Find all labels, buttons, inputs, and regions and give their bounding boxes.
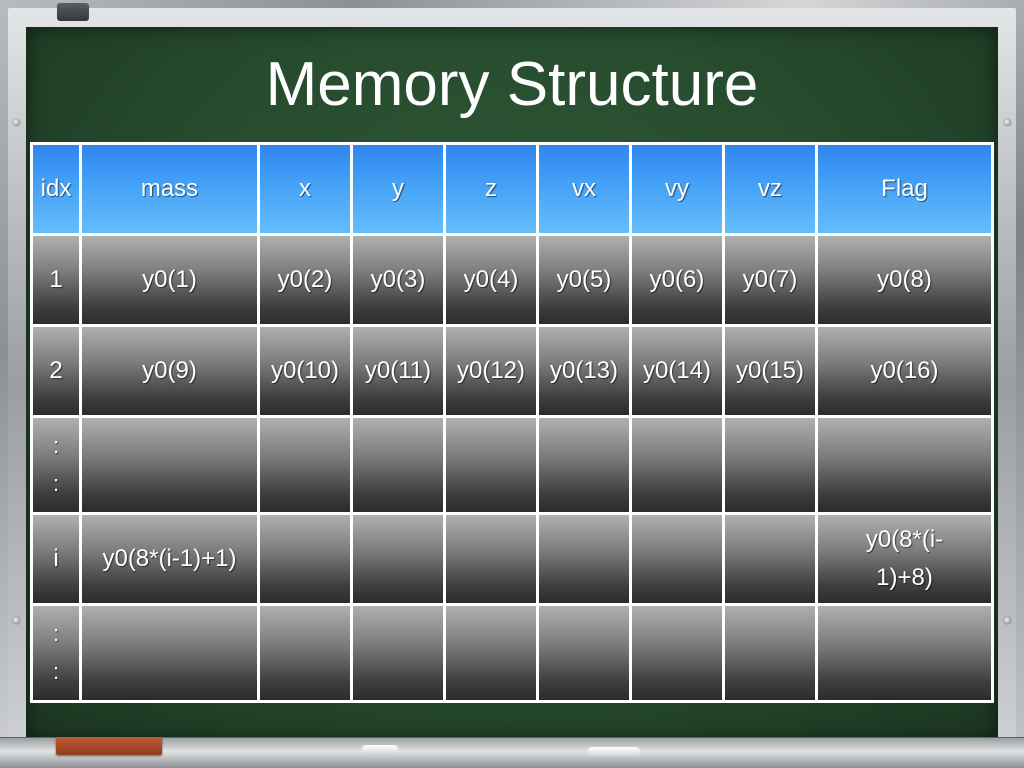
- table-cell: [539, 514, 629, 603]
- memory-table: idx mass x y z vx vy vz Flag 1 y0(1) y0(…: [30, 142, 994, 703]
- header-z: z: [446, 145, 536, 234]
- table-cell: y0(9): [82, 327, 257, 416]
- header-vx: vx: [539, 145, 629, 234]
- table-cell: y0(8*(i-1)+8): [818, 514, 991, 603]
- table-cell: 1: [33, 236, 79, 325]
- table-cell: [353, 418, 443, 512]
- table-row: 1 y0(1) y0(2) y0(3) y0(4) y0(5) y0(6) y0…: [33, 236, 991, 325]
- header-flag: Flag: [818, 145, 991, 234]
- table-cell: y0(1): [82, 236, 257, 325]
- table-cell: y0(13): [539, 327, 629, 416]
- slide-title: Memory Structure: [265, 50, 759, 119]
- table-cell: [446, 418, 536, 512]
- table-cell: y0(8*(i-1)+1): [82, 514, 257, 603]
- table-row: i y0(8*(i-1)+1) y0(8*(i-1)+8): [33, 514, 991, 603]
- table-cell: [725, 605, 815, 700]
- table-cell: y0(14): [632, 327, 722, 416]
- table-cell: [353, 514, 443, 603]
- table-cell: y0(15): [725, 327, 815, 416]
- header-vy: vy: [632, 145, 722, 234]
- header-idx: idx: [33, 145, 79, 234]
- table-cell: i: [33, 514, 79, 603]
- table-cell: [632, 418, 722, 512]
- table-cell: [353, 605, 443, 700]
- chalk-piece: [362, 745, 398, 755]
- frame-clip: [57, 3, 89, 21]
- table-cell: y0(16): [818, 327, 991, 416]
- table-cell-ellipsis: : :: [33, 605, 79, 700]
- rivet-icon: [1004, 617, 1011, 624]
- table-cell: [260, 418, 350, 512]
- table-cell: [260, 514, 350, 603]
- table-cell: [632, 514, 722, 603]
- table-cell-ellipsis: : :: [33, 418, 79, 512]
- table-cell: y0(10): [260, 327, 350, 416]
- table-cell: y0(4): [446, 236, 536, 325]
- table-cell: [725, 418, 815, 512]
- table-cell: [818, 418, 991, 512]
- table-cell: [539, 418, 629, 512]
- vertical-ellipsis: :: [52, 620, 60, 646]
- table-cell: y0(3): [353, 236, 443, 325]
- chalk-piece: [588, 747, 640, 756]
- rivet-icon: [13, 119, 20, 126]
- vertical-ellipsis: :: [52, 471, 60, 497]
- header-vz: vz: [725, 145, 815, 234]
- table-cell: [260, 605, 350, 700]
- rivet-icon: [13, 617, 20, 624]
- rivet-icon: [1004, 119, 1011, 126]
- table-cell: y0(8): [818, 236, 991, 325]
- table-cell: y0(2): [260, 236, 350, 325]
- table-cell: y0(5): [539, 236, 629, 325]
- table-cell: [818, 605, 991, 700]
- table-cell: y0(12): [446, 327, 536, 416]
- chalk-tray: [0, 737, 1024, 768]
- table-cell: [632, 605, 722, 700]
- chalk-stick: [56, 737, 162, 755]
- table-header-row: idx mass x y z vx vy vz Flag: [33, 145, 991, 234]
- table-row: : :: [33, 418, 991, 512]
- header-y: y: [353, 145, 443, 234]
- header-mass: mass: [82, 145, 257, 234]
- table-cell: y0(7): [725, 236, 815, 325]
- table-row: 2 y0(9) y0(10) y0(11) y0(12) y0(13) y0(1…: [33, 327, 991, 416]
- table-cell: [725, 514, 815, 603]
- table-cell: [82, 605, 257, 700]
- table-cell: y0(6): [632, 236, 722, 325]
- header-x: x: [260, 145, 350, 234]
- table-cell: [446, 605, 536, 700]
- table-cell: [539, 605, 629, 700]
- vertical-ellipsis: :: [52, 433, 60, 459]
- table-cell: 2: [33, 327, 79, 416]
- table-cell: [82, 418, 257, 512]
- table-cell: [446, 514, 536, 603]
- table-row: : :: [33, 605, 991, 700]
- table-cell: y0(11): [353, 327, 443, 416]
- vertical-ellipsis: :: [52, 658, 60, 684]
